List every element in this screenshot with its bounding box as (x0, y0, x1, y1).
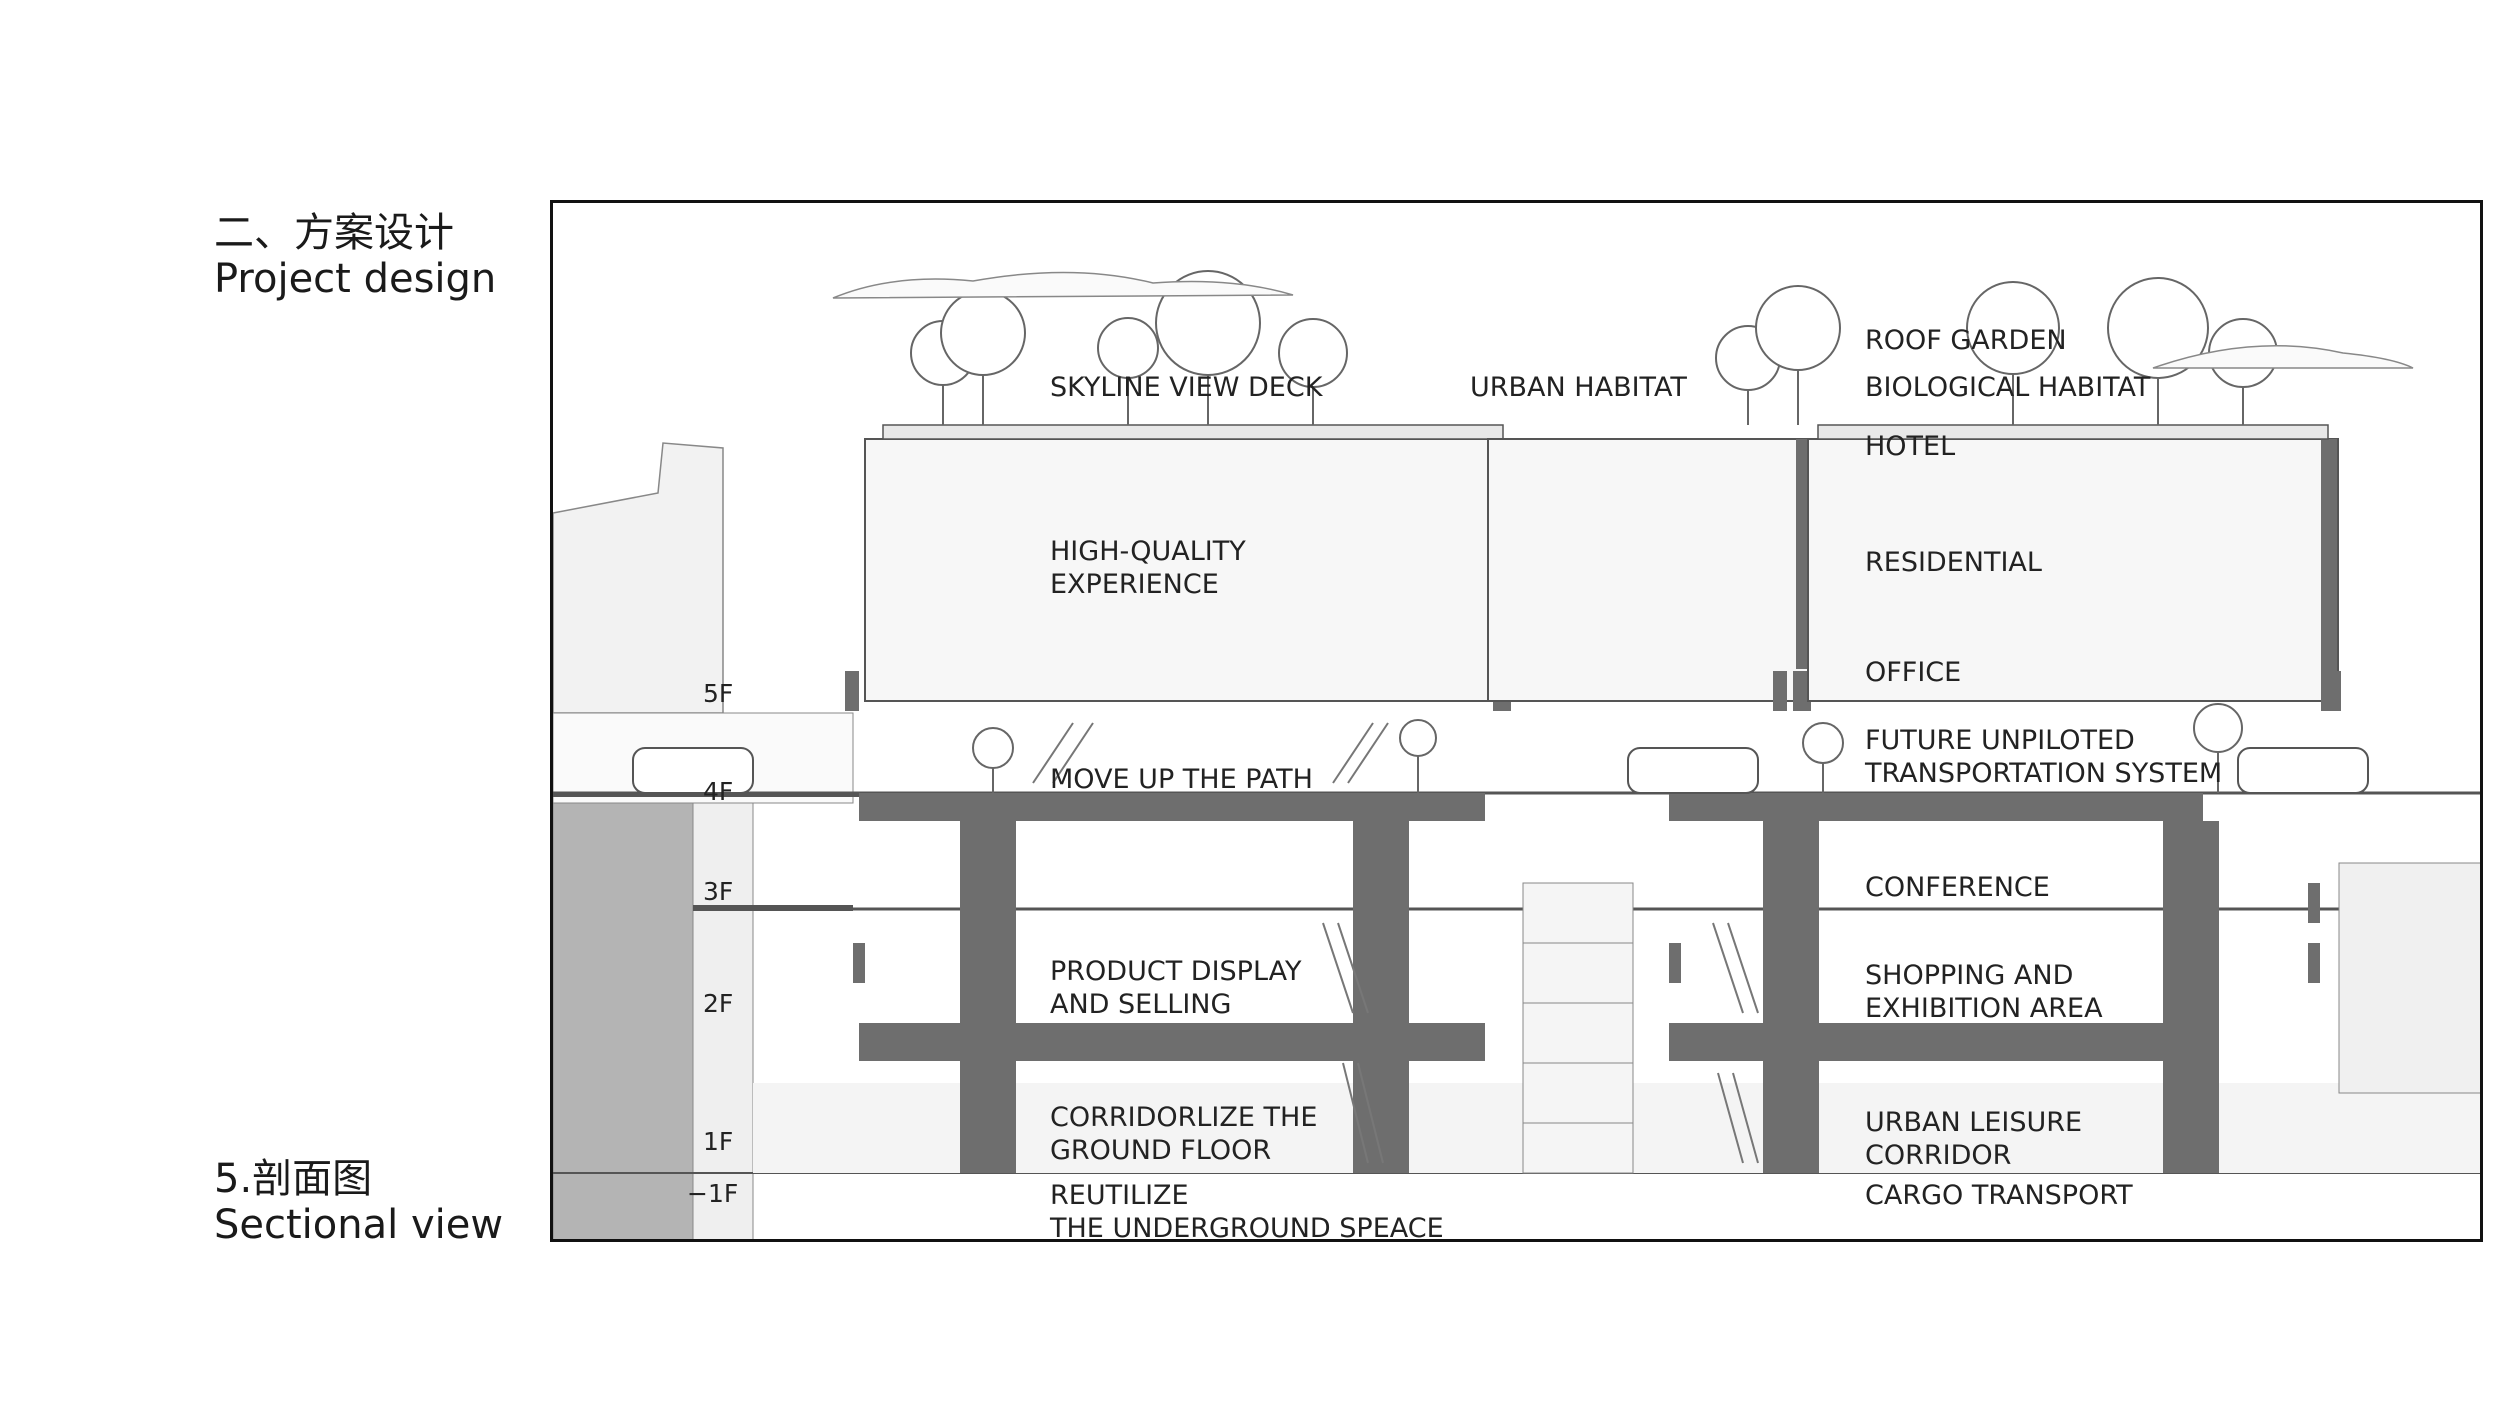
label-skyline-view-deck: SKYLINE VIEW DECK (1050, 372, 1323, 403)
label-product-display: PRODUCT DISPLAY AND SELLING (1050, 955, 1301, 1021)
floor-label-4f: 4F (703, 777, 734, 806)
label-line: GROUND FLOOR (1050, 1135, 1272, 1166)
figure-caption-en: Sectional view (214, 1202, 504, 1248)
label-line: CORRIDORLIZE THE (1050, 1102, 1318, 1133)
label-line: PRODUCT DISPLAY (1050, 956, 1302, 987)
page-title-cn: 二、方案设计 (214, 210, 454, 256)
label-line: EXHIBITION AREA (1865, 993, 2103, 1024)
label-reutilize: REUTILIZE THE UNDERGROUND SPEACE (1050, 1179, 1444, 1242)
label-line: THE UNDERGROUND SPEACE (1050, 1213, 1444, 1242)
floor-label-b1: −1F (687, 1179, 739, 1208)
label-hotel: HOTEL (1865, 431, 1956, 462)
right-upper-block (1487, 424, 2341, 711)
label-future-unpiloted: FUTURE UNPILOTED TRANSPORTATION SYSTEM (1865, 724, 2222, 790)
label-corridorlize: CORRIDORLIZE THE GROUND FLOOR (1050, 1101, 1317, 1167)
figure-caption-cn: 5.剖面图 (214, 1156, 373, 1202)
label-line: FUTURE UNPILOTED (1865, 725, 2135, 756)
cloud-right (2152, 344, 2414, 369)
escalators (1032, 722, 1759, 1164)
label-high-quality-experience: HIGH-QUALITY EXPERIENCE (1050, 535, 1246, 601)
label-urban-habitat: URBAN HABITAT (1470, 372, 1687, 403)
left-neighbor-building (553, 442, 913, 1239)
floor-label-5f: 5F (703, 679, 734, 708)
page-title: 二、方案设计 Project design (214, 210, 496, 302)
label-conference: CONFERENCE (1865, 872, 2050, 903)
floor-label-3f: 3F (703, 877, 734, 906)
label-line: URBAN LEISURE (1865, 1107, 2083, 1138)
label-shopping-exhibition: SHOPPING AND EXHIBITION AREA (1865, 959, 2103, 1025)
page-title-en: Project design (214, 256, 497, 302)
label-line: EXPERIENCE (1050, 569, 1219, 600)
label-line: REUTILIZE (1050, 1180, 1189, 1211)
label-line: SHOPPING AND (1865, 960, 2074, 991)
label-office: OFFICE (1865, 657, 1962, 688)
floor-label-2f: 2F (703, 989, 734, 1018)
section-drawing-frame: 5F 4F 3F 2F 1F −1F SKYLINE VIEW DECK URB… (550, 200, 2483, 1242)
label-roof-garden: ROOF GARDEN (1865, 325, 2067, 356)
transport-deck (553, 747, 2480, 821)
section-drawing (553, 270, 2480, 1239)
label-line: CORRIDOR (1865, 1140, 2012, 1171)
label-line: AND SELLING (1050, 989, 1232, 1020)
label-residential: RESIDENTIAL (1865, 547, 2042, 578)
figure-caption: 5.剖面图 Sectional view (214, 1156, 503, 1248)
floor-label-1f: 1F (703, 1127, 734, 1156)
cloud-left (832, 271, 1294, 299)
rooftop-trees (910, 270, 2278, 793)
label-move-up-the-path: MOVE UP THE PATH (1050, 764, 1313, 795)
label-line: HIGH-QUALITY (1050, 536, 1246, 567)
podium-structure (853, 821, 2480, 1174)
label-urban-leisure: URBAN LEISURE CORRIDOR (1865, 1106, 2082, 1172)
label-cargo-transport: CARGO TRANSPORT (1865, 1180, 2133, 1211)
label-line: TRANSPORTATION SYSTEM (1865, 758, 2223, 789)
label-biological-habitat: BIOLOGICAL HABITAT (1865, 372, 2151, 403)
